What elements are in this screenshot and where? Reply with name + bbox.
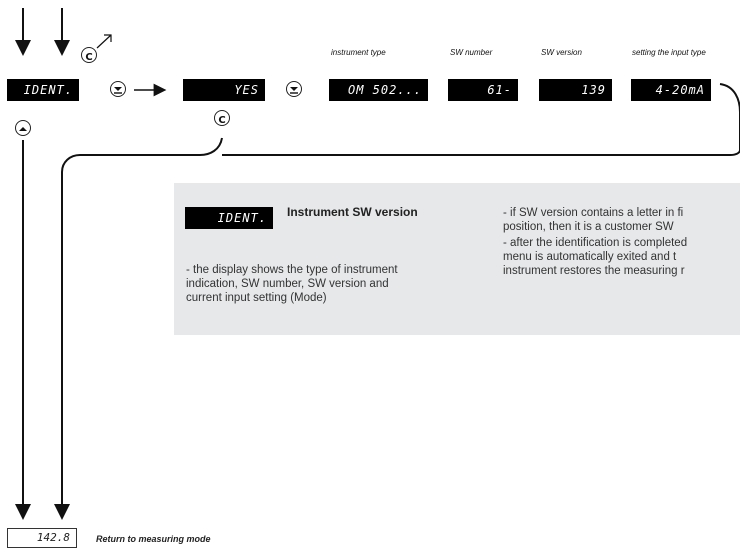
display-input-type: 4-20mA	[631, 79, 711, 101]
label-input-type: setting the input type	[632, 48, 706, 57]
panel-display-ident: IDENT.	[185, 207, 273, 229]
panel-left-line-1: - the display shows the type of instrume…	[186, 264, 398, 276]
svg-text:C: C	[218, 115, 225, 126]
diagonal-arrow	[96, 34, 112, 49]
down-button-icon-2[interactable]	[286, 81, 302, 97]
panel-left-line-2: indication, SW number, SW version and	[186, 278, 389, 290]
display-sw-number: 61-	[448, 79, 518, 101]
label-sw-number: SW number	[450, 48, 493, 57]
svg-text:C: C	[85, 52, 92, 63]
display-sw-version: 139	[539, 79, 612, 101]
display-instrument-type: OM 502...	[329, 79, 428, 101]
display-ident: IDENT.	[7, 79, 79, 101]
label-sw-version: SW version	[541, 48, 582, 57]
panel-title: Instrument SW version	[287, 205, 418, 219]
panel-right-line-5: instrument restores the measuring r	[503, 265, 685, 277]
c-circle-icon-2[interactable]: C	[214, 110, 230, 126]
panel-right-line-1: - if SW version contains a letter in fi	[503, 207, 684, 219]
c-circle-icon[interactable]: C	[81, 47, 97, 63]
down-button-icon[interactable]	[110, 81, 126, 97]
loop-back-line	[222, 83, 740, 156]
panel-right-line-3: - after the identification is completed	[503, 237, 688, 249]
measuring-display: 142.8	[7, 528, 77, 548]
up-button-icon[interactable]	[15, 120, 31, 136]
panel-right-line-2: position, then it is a customer SW	[503, 221, 674, 233]
panel-left-line-3: current input setting (Mode)	[186, 292, 327, 304]
return-label: Return to measuring mode	[96, 534, 211, 544]
display-yes: YES	[183, 79, 265, 101]
label-instrument-type: instrument type	[331, 48, 386, 57]
panel-right-line-4: menu is automatically exited and t	[503, 251, 677, 263]
return-arrow-c-path	[54, 137, 223, 520]
